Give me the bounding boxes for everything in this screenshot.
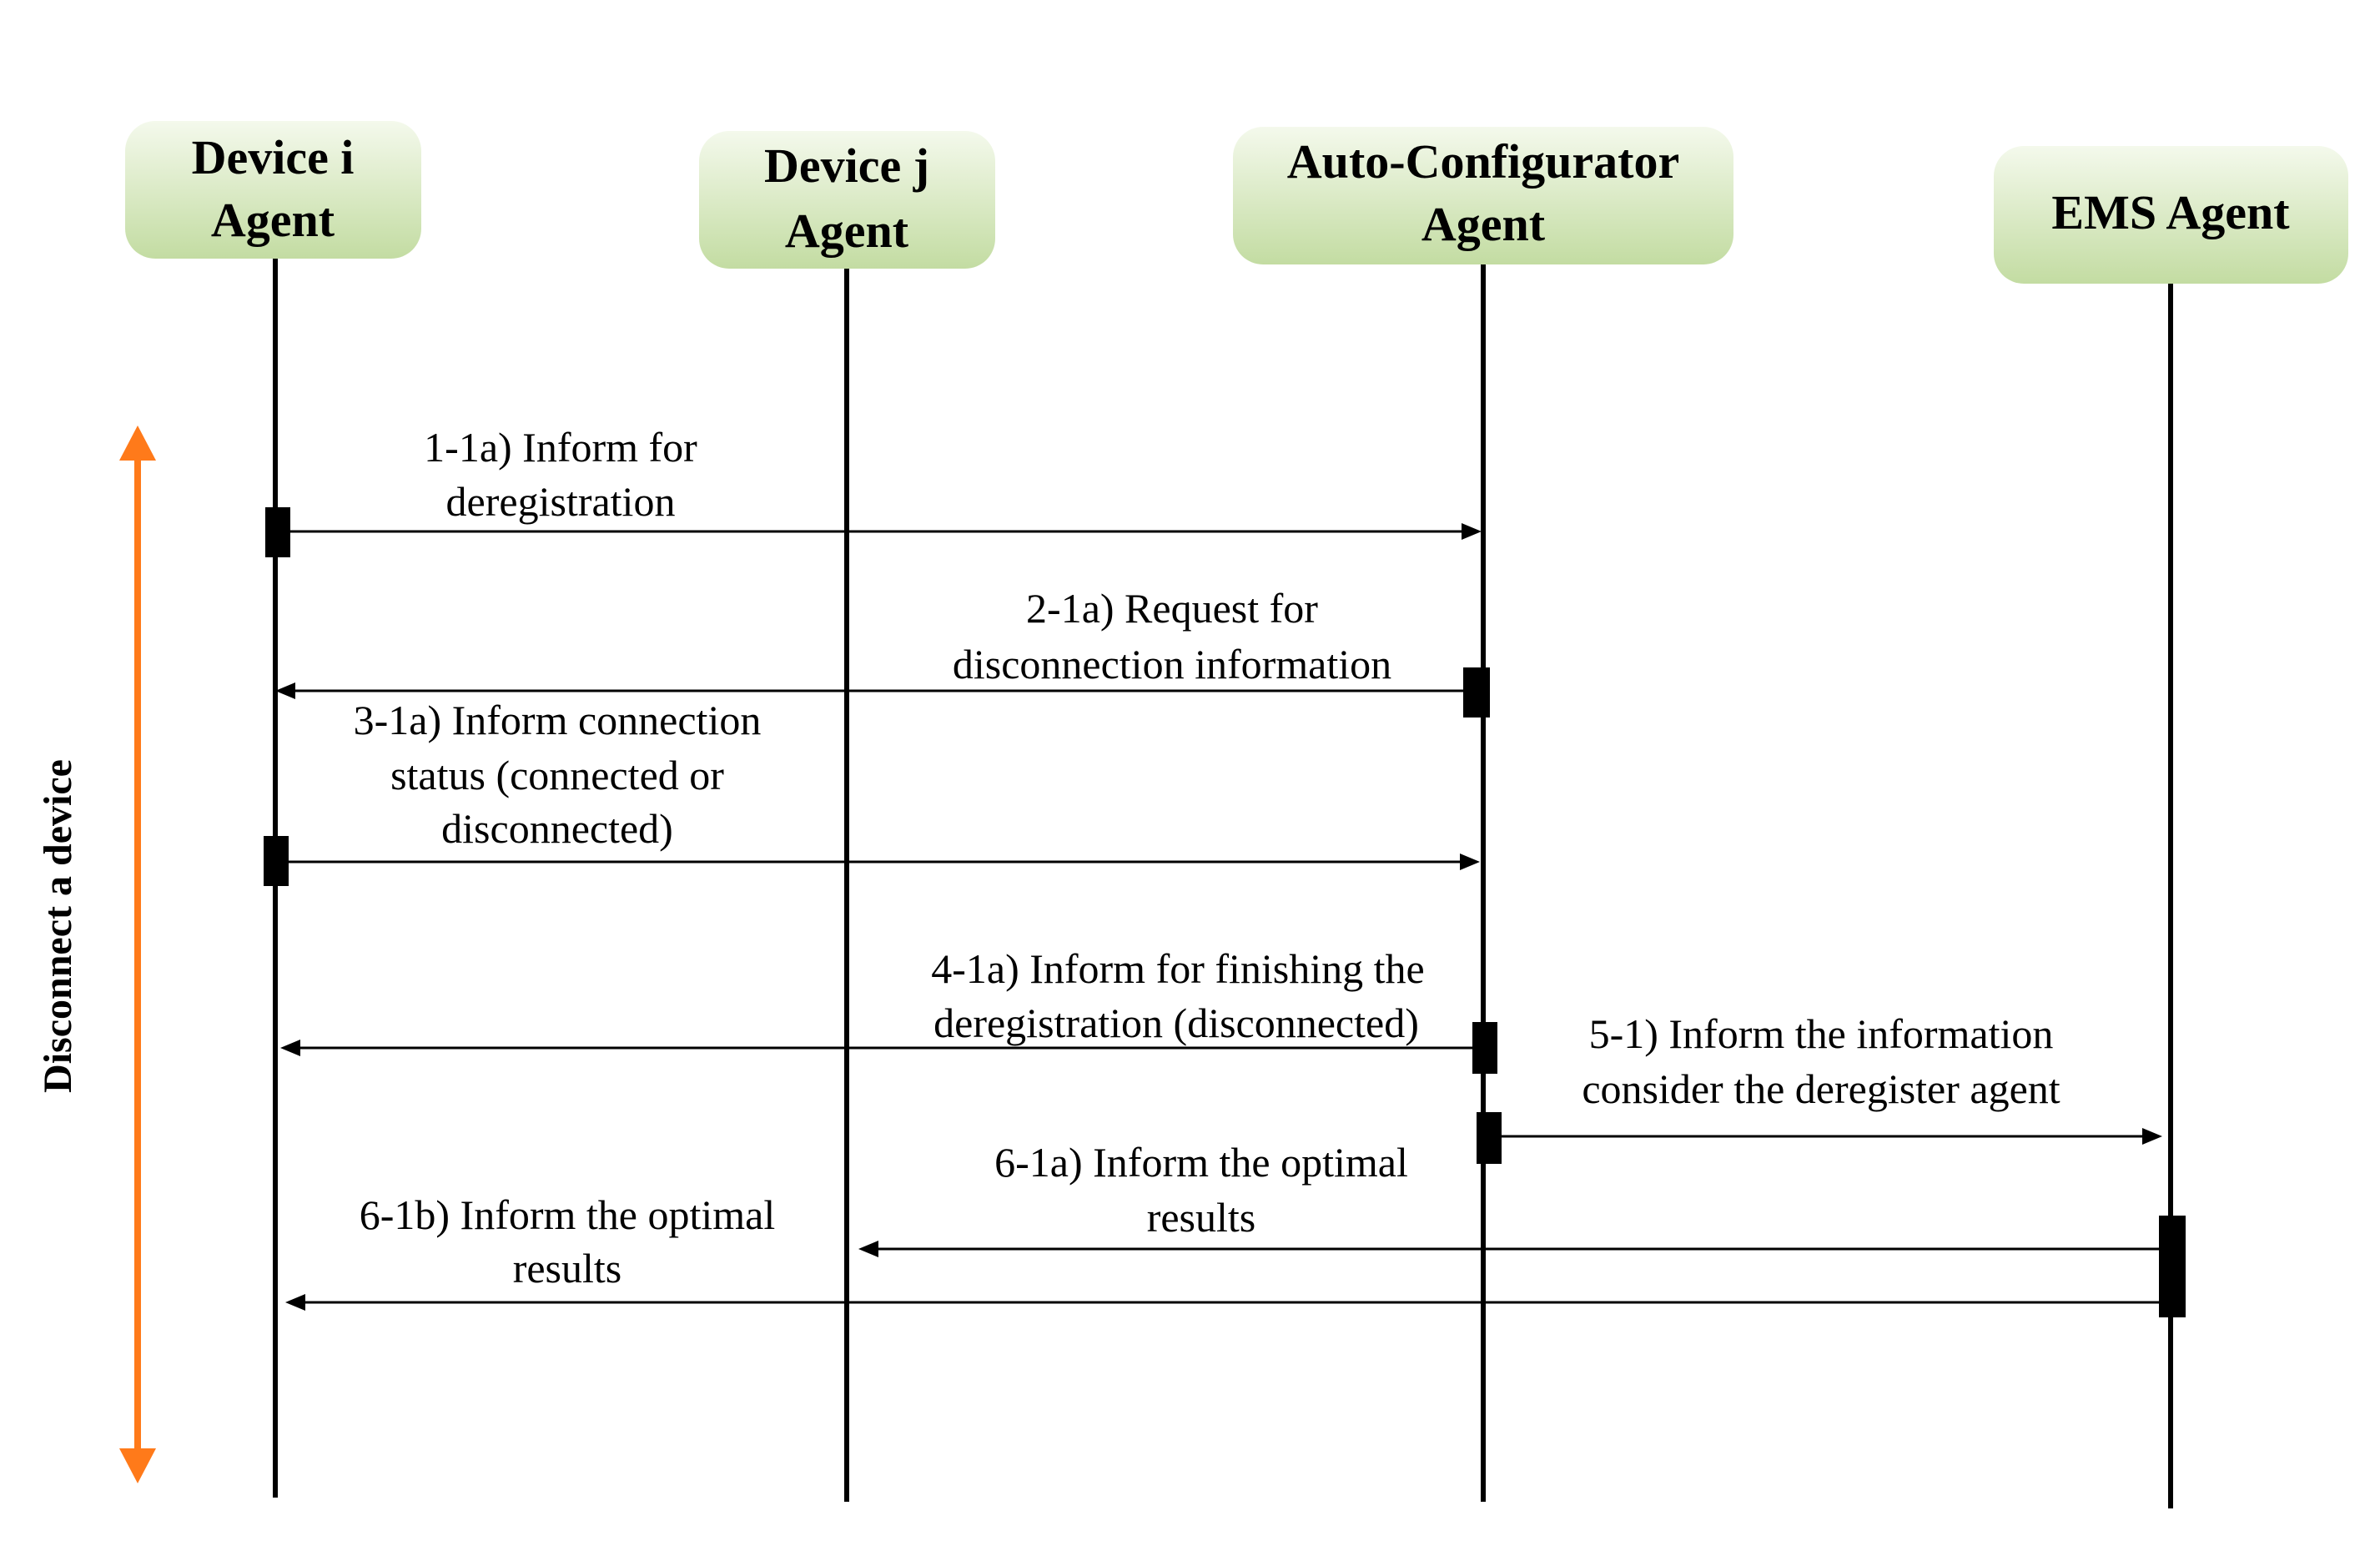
participant-label: Agent bbox=[1421, 197, 1546, 251]
message-label: 5-1) Inform the information bbox=[1589, 1010, 2054, 1057]
message-label: 4-1a) Inform for finishing the bbox=[931, 945, 1425, 992]
message-label: 1-1a) Inform for bbox=[424, 424, 697, 471]
arrowhead bbox=[858, 1241, 878, 1257]
arrowhead bbox=[1462, 523, 1482, 540]
messages: 1-1a) Inform for deregistration 2-1a) Re… bbox=[275, 424, 2162, 1311]
message-label: status (connected or bbox=[390, 752, 724, 798]
message-optimal-results-device-i: 6-1b) Inform the optimal results bbox=[285, 1191, 2159, 1311]
message-label: results bbox=[1147, 1194, 1256, 1241]
message-request-disconnection-information: 2-1a) Request for disconnection informat… bbox=[275, 585, 1463, 699]
arrowhead bbox=[285, 1294, 305, 1311]
arrowhead bbox=[275, 682, 295, 699]
message-label: disconnection information bbox=[953, 641, 1391, 687]
message-inform-ems: 5-1) Inform the information consider the… bbox=[1502, 1010, 2162, 1145]
activation-bar bbox=[1463, 667, 1490, 718]
participant-device-i: Device i Agent bbox=[125, 121, 421, 259]
message-label: consider the deregister agent bbox=[1582, 1065, 2060, 1112]
message-inform-for-deregistration: 1-1a) Inform for deregistration bbox=[290, 424, 1482, 540]
message-label: 2-1a) Request for bbox=[1026, 585, 1318, 632]
message-label: 6-1b) Inform the optimal bbox=[360, 1191, 776, 1238]
participant-label: Device i bbox=[192, 130, 355, 184]
activation-bars bbox=[264, 507, 2186, 1317]
phase-label: Disconnect a device bbox=[36, 759, 80, 1093]
activation-bar bbox=[2159, 1216, 2186, 1317]
participant-ems: EMS Agent bbox=[1994, 146, 2348, 284]
participant-label: Auto-Configurator bbox=[1287, 134, 1679, 189]
arrowhead bbox=[2142, 1128, 2162, 1145]
message-label: deregistration bbox=[446, 478, 676, 525]
participant-device-j: Device j Agent bbox=[699, 131, 995, 269]
arrowhead bbox=[1460, 853, 1480, 870]
participants: Device i Agent Device j Agent Auto-Confi… bbox=[125, 121, 2348, 284]
message-inform-finishing-deregistration: 4-1a) Inform for finishing the deregistr… bbox=[280, 945, 1472, 1056]
arrowhead bbox=[280, 1040, 300, 1056]
phase-arrow bbox=[119, 425, 156, 1483]
message-optimal-results-device-j: 6-1a) Inform the optimal results bbox=[858, 1139, 2159, 1257]
activation-bar bbox=[265, 507, 290, 557]
activation-bar bbox=[1472, 1022, 1497, 1074]
message-label: 3-1a) Inform connection bbox=[354, 697, 762, 743]
activation-bar bbox=[264, 836, 289, 886]
participant-label: Device j bbox=[764, 138, 929, 193]
participant-auto-configurator: Auto-Configurator Agent bbox=[1233, 127, 1733, 264]
message-inform-connection-status: 3-1a) Inform connection status (connecte… bbox=[289, 697, 1480, 870]
participant-label: Agent bbox=[211, 193, 335, 247]
message-label: disconnected) bbox=[441, 805, 673, 852]
participant-label: EMS Agent bbox=[2051, 185, 2290, 239]
message-label: deregistration (disconnected) bbox=[933, 1000, 1419, 1046]
message-label: results bbox=[513, 1245, 622, 1292]
activation-bar bbox=[1477, 1112, 1502, 1164]
participant-label: Agent bbox=[785, 204, 909, 258]
message-label: 6-1a) Inform the optimal bbox=[994, 1139, 1408, 1186]
